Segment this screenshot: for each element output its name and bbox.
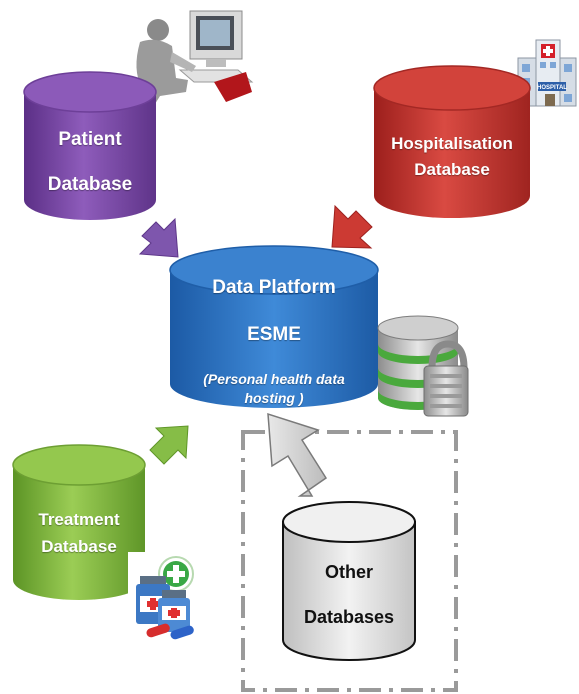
hospitalisation-database-label-line2: Database bbox=[414, 160, 490, 179]
treatment-to-platform-arrow bbox=[149, 425, 189, 465]
platform-note-line2: hosting ) bbox=[244, 390, 304, 406]
other-databases-cylinder bbox=[282, 501, 416, 661]
other-to-platform-arrow bbox=[267, 412, 328, 497]
hospitalisation-to-platform-arrow bbox=[331, 204, 373, 249]
esme-platform-cylinder bbox=[169, 245, 379, 408]
treatment-database-label-line1: Treatment bbox=[38, 510, 120, 529]
other-databases-boundary bbox=[241, 430, 458, 692]
patient-database-label-line1: Patient bbox=[58, 129, 122, 150]
hospitalisation-database-label-line1: Hospitalisation bbox=[391, 134, 513, 153]
computer-user-icon bbox=[136, 10, 254, 112]
treatment-database-cylinder bbox=[12, 444, 146, 600]
patient-database-cylinder bbox=[23, 71, 157, 220]
secure-database-lock-icon bbox=[377, 315, 469, 417]
treatment-database-label-line2: Database bbox=[41, 537, 117, 556]
patient-to-platform-arrow bbox=[138, 217, 179, 258]
platform-title: Data Platform bbox=[212, 277, 336, 298]
hospital-sign-text: HOSPITAL bbox=[537, 85, 567, 91]
hospitalisation-database-cylinder bbox=[373, 65, 531, 218]
other-databases-label-line2: Databases bbox=[303, 607, 395, 627]
medicine-bottles-icon bbox=[128, 552, 206, 640]
platform-name: ESME bbox=[247, 324, 301, 345]
other-databases-label-line1: Other bbox=[324, 562, 373, 582]
patient-database-label-line2: Database bbox=[47, 174, 133, 195]
platform-note-line1: (Personal health data bbox=[203, 371, 345, 387]
